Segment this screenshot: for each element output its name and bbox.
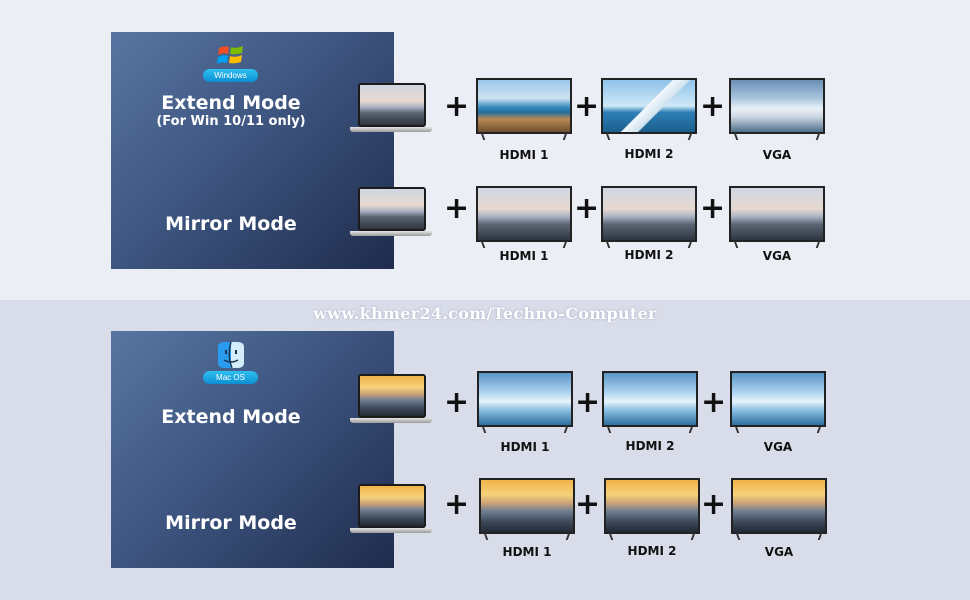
- plus-icon: +: [574, 89, 600, 124]
- mac-section: Mac OS Extend Mode Mirror Mode + + + HDM…: [0, 300, 970, 600]
- plus-icon: +: [574, 191, 600, 226]
- tv-monitor-icon: [730, 371, 826, 433]
- tv-monitor-icon: [476, 186, 572, 248]
- mirror-mode-title: Mirror Mode: [165, 512, 297, 534]
- laptop-icon: [350, 83, 432, 133]
- extend-mode-title: Extend Mode: [161, 406, 301, 428]
- plus-icon: +: [444, 89, 470, 124]
- port-label-hdmi2: HDMI 2: [627, 544, 677, 558]
- plus-icon: +: [444, 385, 470, 420]
- port-label-hdmi1: HDMI 1: [500, 440, 550, 454]
- os-badge-mac: Mac OS: [203, 371, 258, 384]
- plus-icon: +: [444, 487, 470, 522]
- port-label-hdmi2: HDMI 2: [624, 147, 674, 161]
- mac-mode-panel: Mac OS Extend Mode Mirror Mode: [111, 331, 394, 568]
- extend-mode-title: Extend Mode: [161, 92, 301, 114]
- tv-monitor-icon: [601, 186, 697, 248]
- plus-icon: +: [700, 191, 726, 226]
- tv-monitor-icon: [604, 478, 700, 540]
- plus-icon: +: [575, 385, 601, 420]
- tv-monitor-icon: [479, 478, 575, 540]
- laptop-icon: [350, 374, 432, 424]
- tv-monitor-icon: [476, 78, 572, 140]
- port-label-hdmi2: HDMI 2: [624, 248, 674, 262]
- port-label-hdmi2: HDMI 2: [625, 439, 675, 453]
- finder-icon: [218, 342, 244, 368]
- mirror-mode-title: Mirror Mode: [165, 213, 297, 235]
- windows-mode-panel: Windows Extend Mode (For Win 10/11 only)…: [111, 32, 394, 269]
- tv-monitor-icon: [477, 371, 573, 433]
- laptop-icon: [350, 187, 432, 237]
- plus-icon: +: [700, 89, 726, 124]
- tv-monitor-icon: [731, 478, 827, 540]
- port-label-hdmi1: HDMI 1: [499, 249, 549, 263]
- tv-monitor-icon: [601, 78, 697, 140]
- watermark-text: www.khmer24.com/Techno-Computer: [313, 304, 657, 323]
- windows-section: Windows Extend Mode (For Win 10/11 only)…: [0, 0, 970, 300]
- port-label-vga: VGA: [763, 440, 793, 454]
- plus-icon: +: [701, 487, 727, 522]
- port-label-vga: VGA: [764, 545, 794, 559]
- plus-icon: +: [701, 385, 727, 420]
- tv-monitor-icon: [729, 186, 825, 248]
- port-label-hdmi1: HDMI 1: [499, 148, 549, 162]
- laptop-icon: [350, 484, 432, 534]
- port-label-vga: VGA: [762, 148, 792, 162]
- extend-mode-subtitle: (For Win 10/11 only): [156, 114, 306, 129]
- plus-icon: +: [575, 487, 601, 522]
- windows-logo-icon: [217, 46, 243, 64]
- port-label-vga: VGA: [762, 249, 792, 263]
- tv-monitor-icon: [729, 78, 825, 140]
- port-label-hdmi1: HDMI 1: [502, 545, 552, 559]
- plus-icon: +: [444, 191, 470, 226]
- tv-monitor-icon: [602, 371, 698, 433]
- os-badge-windows: Windows: [203, 69, 258, 82]
